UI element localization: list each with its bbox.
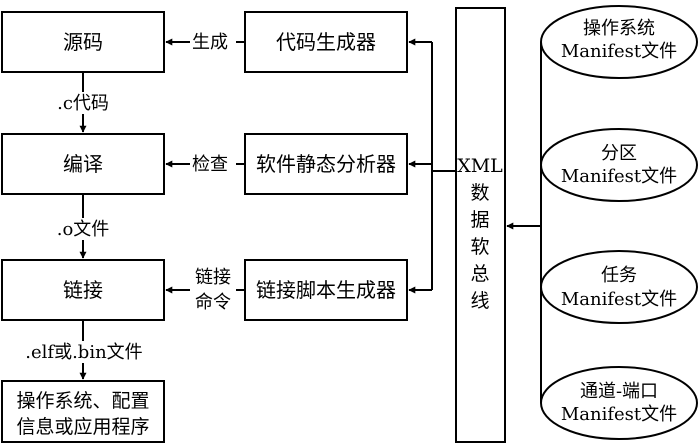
bus-connector [431,42,456,290]
channel-manifest-ellipse: 通道-端口 Manifest文件 [540,366,698,440]
bus-char-2: 据 [470,209,489,231]
link-cmd-label-line1: 链接 [195,267,231,288]
output-label-line2: 信息或应用程序 [16,416,149,438]
partition-manifest-line1: 分区 [601,143,637,164]
manifest-connector [540,41,542,404]
link-box: 链接 [1,259,165,321]
linkgen-label: 链接脚本生成器 [256,278,396,302]
bus-char-3: 软 [470,236,489,258]
os-manifest-line1: 操作系统 [583,18,655,39]
bus-char-1: 数 [470,182,489,204]
link-label: 链接 [63,278,103,302]
codegen-box: 代码生成器 [244,11,408,73]
source-box: 源码 [1,11,165,73]
source-label: 源码 [63,30,103,54]
os-manifest-line2: Manifest文件 [561,41,677,62]
link-cmd-label-line2: 命令 [195,292,231,313]
task-manifest-line2: Manifest文件 [561,289,677,310]
linkgen-box: 链接脚本生成器 [244,259,408,321]
c-code-label: .c代码 [57,93,109,114]
output-box: 操作系统、配置 信息或应用程序 [1,380,165,443]
task-manifest-ellipse: 任务 Manifest文件 [540,250,698,324]
bus-char-5: 线 [470,290,489,312]
analyzer-label: 软件静态分析器 [256,152,396,176]
check-arrow-label: 检查 [192,154,228,175]
o-file-label: .o文件 [57,219,110,240]
compile-label: 编译 [63,152,103,176]
elf-file-label: .elf或.bin文件 [25,342,142,363]
channel-manifest-line1: 通道-端口 [580,381,658,402]
channel-manifest-line2: Manifest文件 [561,404,677,425]
codegen-label: 代码生成器 [276,30,376,54]
gen-arrow-label: 生成 [192,32,228,53]
xml-bus-label: XML [457,155,503,177]
os-manifest-ellipse: 操作系统 Manifest文件 [540,5,698,79]
analyzer-box: 软件静态分析器 [244,133,408,195]
compile-box: 编译 [1,133,165,195]
xml-bus-box: XML 数 据 软 总 线 [455,7,506,443]
task-manifest-line1: 任务 [601,265,637,286]
partition-manifest-ellipse: 分区 Manifest文件 [540,128,698,202]
bus-char-4: 总 [470,263,489,285]
partition-manifest-line2: Manifest文件 [561,166,677,187]
output-label-line1: 操作系统、配置 [16,390,149,412]
